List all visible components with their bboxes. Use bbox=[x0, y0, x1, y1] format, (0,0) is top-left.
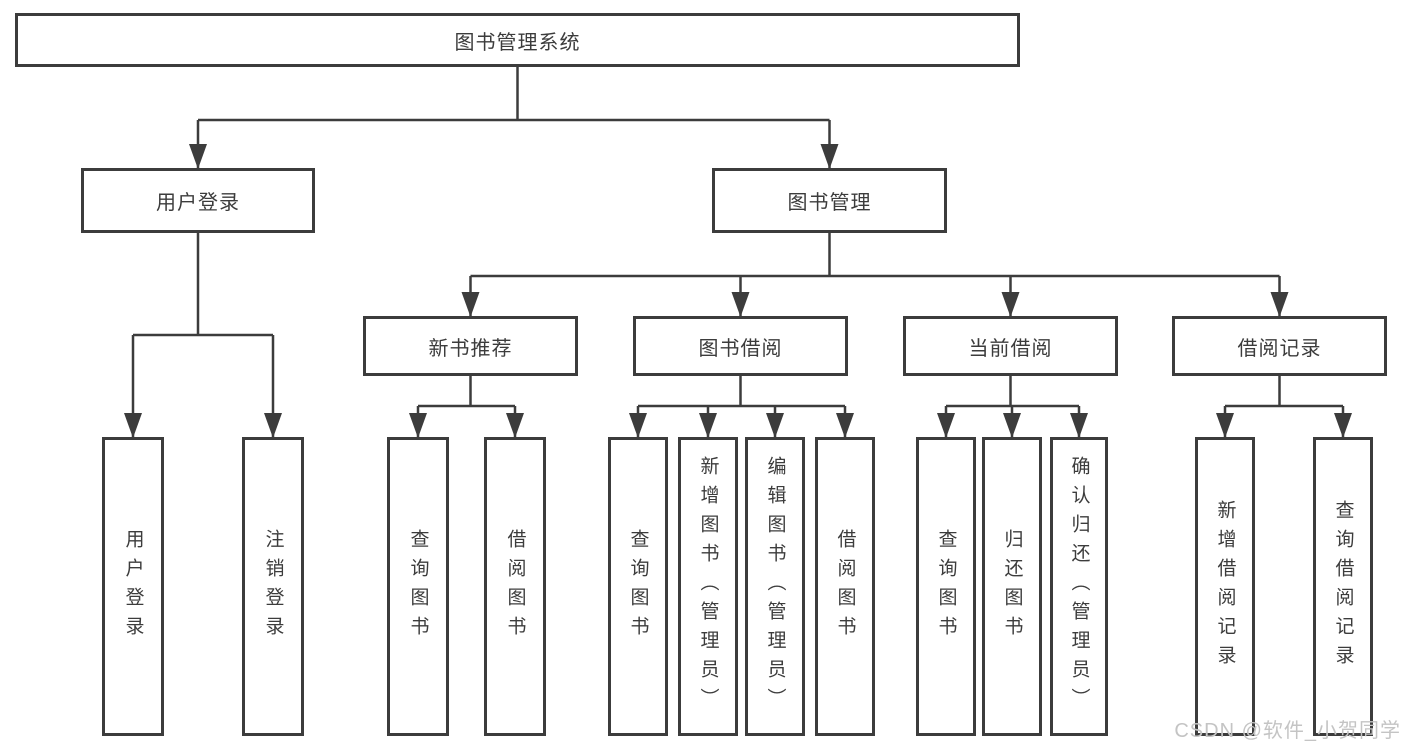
node-logout-leaf: 注销登录 bbox=[242, 437, 304, 736]
node-add-book-admin: 新增图书（管理员） bbox=[678, 437, 738, 736]
node-label: 注销登录 bbox=[262, 528, 284, 645]
node-borrow-records: 借阅记录 bbox=[1172, 316, 1387, 376]
node-add-borrow-record: 新增借阅记录 bbox=[1195, 437, 1255, 736]
node-label: 查询图书 bbox=[935, 528, 957, 645]
node-label: 借阅图书 bbox=[834, 528, 856, 645]
node-query-book-current: 查询图书 bbox=[916, 437, 976, 736]
csdn-watermark: CSDN @软件_小贺同学 bbox=[1174, 720, 1401, 742]
node-label: 新增图书（管理员） bbox=[697, 456, 719, 717]
node-return-book: 归还图书 bbox=[982, 437, 1042, 736]
node-label: 查询借阅记录 bbox=[1332, 499, 1354, 674]
node-book-mgmt: 图书管理 bbox=[712, 168, 947, 233]
node-user-login-leaf: 用户登录 bbox=[102, 437, 164, 736]
node-current-borrow: 当前借阅 bbox=[903, 316, 1118, 376]
node-label: 查询图书 bbox=[407, 528, 429, 645]
node-label: 查询图书 bbox=[627, 528, 649, 645]
node-query-book-borrow: 查询图书 bbox=[608, 437, 668, 736]
node-label: 图书管理系统 bbox=[454, 31, 581, 54]
node-label: 借阅记录 bbox=[1237, 337, 1322, 360]
node-label: 用户登录 bbox=[156, 192, 240, 214]
node-new-book-rec: 新书推荐 bbox=[363, 316, 578, 376]
node-confirm-return: 确认归还（管理员） bbox=[1050, 437, 1108, 736]
node-user-login: 用户登录 bbox=[81, 168, 315, 233]
node-label: 新增借阅记录 bbox=[1214, 499, 1236, 674]
node-book-borrow: 图书借阅 bbox=[633, 316, 848, 376]
node-label: 图书管理 bbox=[787, 192, 872, 214]
node-label: 借阅图书 bbox=[504, 528, 526, 645]
node-query-book-rec: 查询图书 bbox=[387, 437, 449, 736]
node-borrow-book-rec: 借阅图书 bbox=[484, 437, 546, 736]
node-label: 当前借阅 bbox=[968, 337, 1053, 360]
node-borrow-book-borrow: 借阅图书 bbox=[815, 437, 875, 736]
node-label: 确认归还（管理员） bbox=[1068, 456, 1090, 717]
node-root: 图书管理系统 bbox=[15, 13, 1020, 67]
node-label: 新书推荐 bbox=[428, 337, 513, 360]
node-label: 归还图书 bbox=[1001, 528, 1023, 645]
node-edit-book-admin: 编辑图书（管理员） bbox=[745, 437, 805, 736]
node-label: 图书借阅 bbox=[698, 337, 783, 360]
node-label: 编辑图书（管理员） bbox=[764, 456, 786, 717]
node-label: 用户登录 bbox=[122, 528, 144, 645]
node-query-borrow-record: 查询借阅记录 bbox=[1313, 437, 1373, 736]
